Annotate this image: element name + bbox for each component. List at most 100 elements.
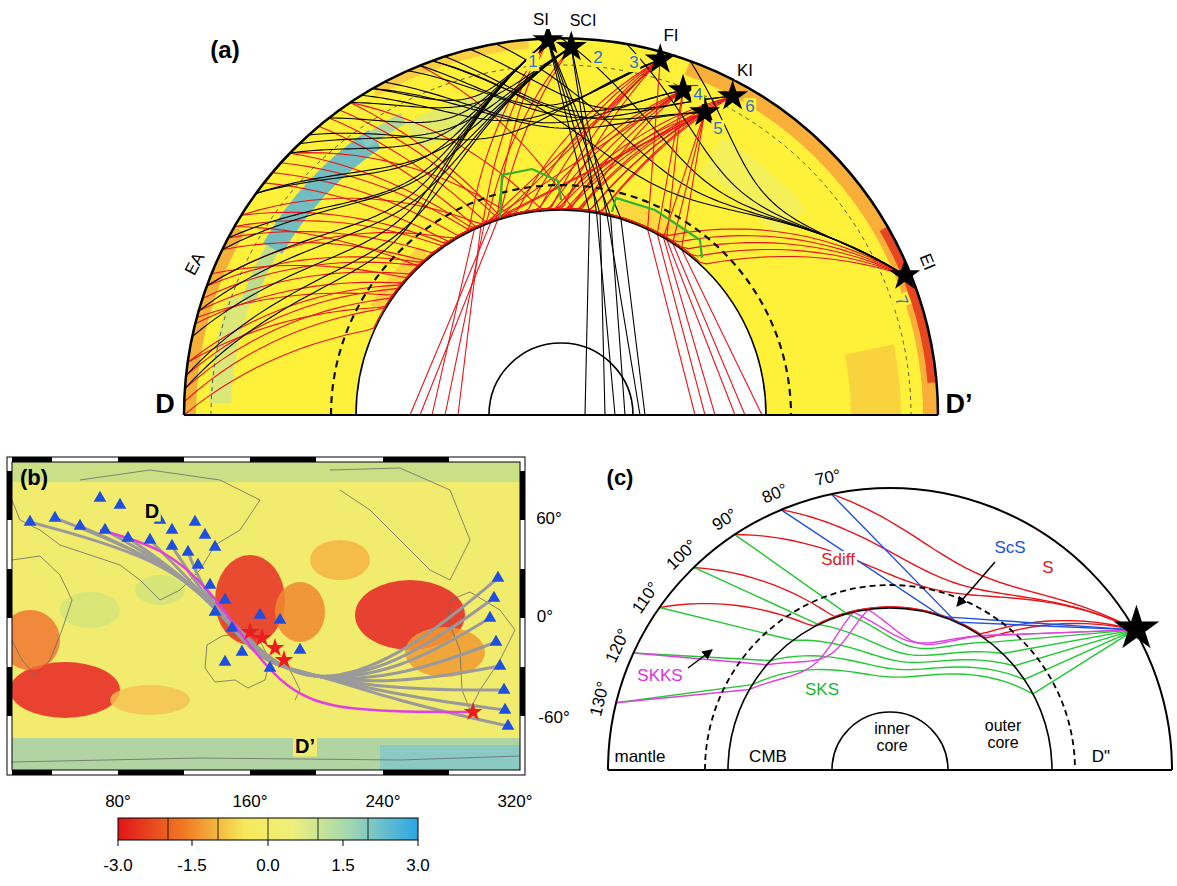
core-mantle-boundary [356,210,766,415]
leader-arrow [957,562,995,606]
sdiff-ray [207,112,705,286]
station-triangle [236,645,249,656]
leader-arrow [688,650,712,668]
epicentral-distance-label: 90° [710,506,741,535]
station-triangle [49,511,62,522]
coastline [12,756,520,762]
station-triangle [502,719,515,730]
panel-letter: (a) [210,37,239,62]
s-ray [207,40,548,286]
station-triangle [498,683,511,694]
station-triangle [488,591,501,602]
s-ray [690,61,905,276]
s-ray [470,49,733,110]
baseline [608,769,1172,771]
frame-scale-bar [520,667,525,716]
latitude-label: 60° [536,510,562,528]
station-region-label: EA [181,248,209,280]
colorbar-divider [168,818,169,840]
s-ray [228,40,548,238]
latitude-label: -60° [538,709,569,727]
colorbar-tick-label: 0.0 [256,857,280,875]
epicentral-distance-label: 100° [663,537,701,574]
event-star [275,650,294,668]
s-ray [222,47,571,250]
event-number: 5 [711,120,724,138]
velocity-anomaly [215,555,285,645]
velocity-anomaly [310,540,370,580]
layer-label: outer core [978,718,1028,752]
colorbar-tick-label: 3.0 [406,857,430,875]
station-triangle [99,523,112,534]
station-triangle [219,655,232,666]
tomography-map [12,462,520,770]
velocity-anomaly [12,662,120,718]
inner-core-boundary [489,343,633,415]
sks-ray [616,630,1135,703]
velocity-anomaly [110,685,190,715]
colorbar-tick [118,840,119,846]
event-star [889,259,920,289]
station-triangle [94,491,107,502]
sdiff-ray [222,60,660,261]
coastline [12,470,260,600]
colorbar-divider [268,818,269,840]
station-triangle [209,605,222,616]
epicentral-distance-label: 110° [629,579,663,617]
frame-scale-bar [118,770,184,775]
station-triangle [494,659,507,670]
longitude-label: 160° [232,793,267,811]
station-triangle [114,498,127,509]
profile-end-label: D [155,390,175,418]
phase-label: SKS [803,681,841,699]
profile-end-label: D’ [293,736,317,757]
earth-outlines [184,38,938,415]
frame-scale-bar [520,471,525,520]
colorbar-tick [192,840,193,846]
s-ray [831,494,1134,630]
core-mantle-boundary [728,608,1052,770]
station-triangle [264,661,277,672]
velocity-anomaly [845,344,901,415]
event-number: 3 [627,54,640,72]
event-number: 2 [591,49,604,67]
study-region-box [500,169,532,218]
map-ground [12,462,520,770]
ray-paths [184,38,905,415]
core-ray [548,40,625,415]
station-triangle [192,558,205,569]
core-ray [548,40,590,415]
velocity-anomaly [12,738,520,770]
event-star [464,702,483,720]
frame-scale-bar [250,457,316,462]
scs-ray [831,494,1134,630]
station-triangle [490,635,503,646]
frame-scale-bar [12,457,52,462]
great-circle-path [55,518,494,677]
scs-ray [781,510,1135,630]
layer-label: mantle [614,748,665,766]
phase-label: ScS [992,539,1027,557]
great-circle-path [188,552,508,726]
s-ray [256,40,548,193]
longitude-label: 240° [365,793,400,811]
station-triangle [182,545,195,556]
station-triangle [166,539,179,550]
inner-core-boundary [832,712,948,770]
core-ray [548,40,605,415]
frame-scale-bar [383,770,449,775]
colorbar-tick [418,840,419,846]
earth-outlines [608,488,1172,770]
core-ray [432,112,705,415]
event-name: SI [531,11,551,29]
sdiff-ray [350,102,705,216]
core-ray [420,60,660,415]
event-star [253,628,272,646]
station-triangle [254,608,267,619]
frame-scale-bar [250,770,316,775]
coastline [330,468,470,580]
panel-a-cross-section [184,24,938,415]
great-circle-path [150,540,504,690]
